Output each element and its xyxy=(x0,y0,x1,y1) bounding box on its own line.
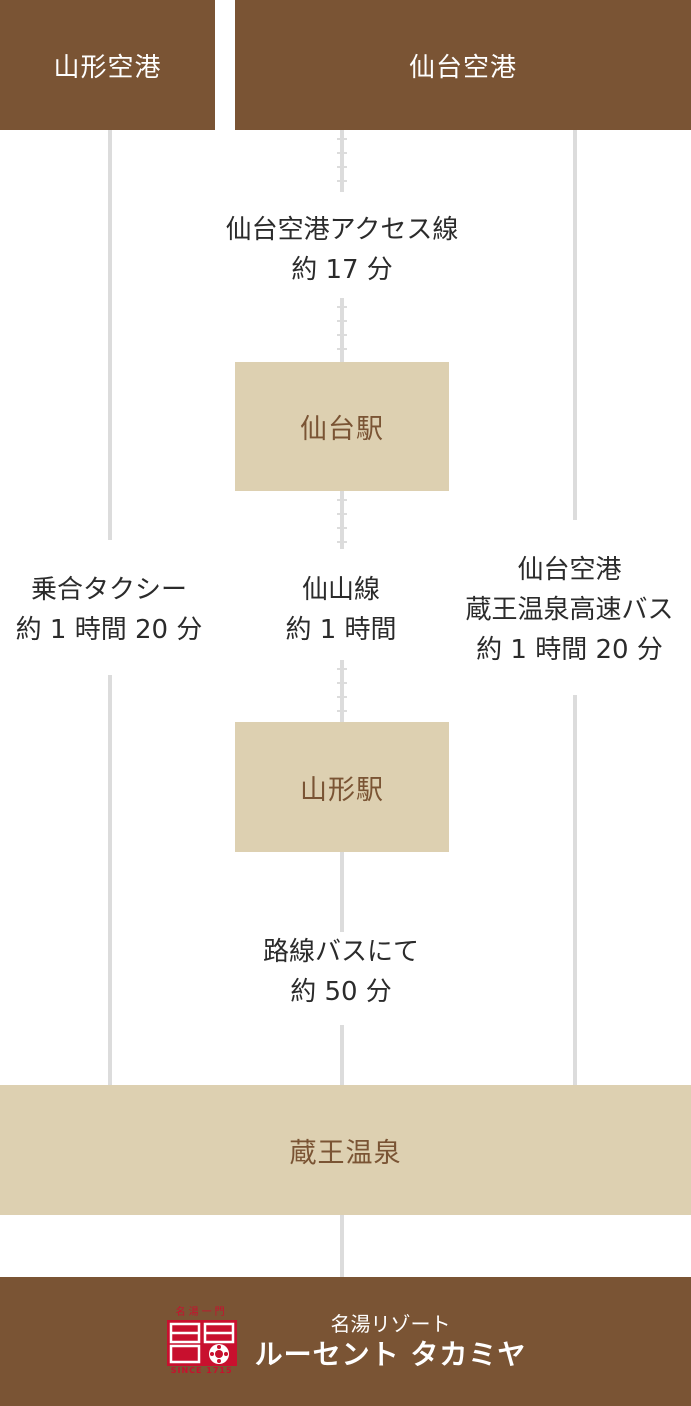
taxi-line-upper xyxy=(108,130,112,540)
yamagata-airport-label: 山形空港 xyxy=(53,52,162,83)
yamagata-station-box: 山形駅 xyxy=(235,722,449,852)
logo-seal-icon xyxy=(166,1319,237,1366)
brand-text: 名湯リゾート ルーセント タカミヤ xyxy=(255,1311,527,1373)
airport-access-line: 仙台空港アクセス線 xyxy=(225,215,459,245)
route-bus-line-name: 路線バスにて xyxy=(262,937,419,967)
sendai-station-box: 仙台駅 xyxy=(235,362,449,491)
hotel-brand: 名湯一門 SINCE 1715 名湯リゾート ルーセント タカミヤ xyxy=(165,1307,527,1377)
taxi-line-name: 乗合タクシー xyxy=(30,575,187,605)
taxi-time: 約 1 時間 20 分 xyxy=(15,615,203,645)
logo-since-text: SINCE 1715 xyxy=(170,1365,233,1375)
hotel-connector-line xyxy=(340,1215,344,1277)
zao-onsen-label: 蔵王温泉 xyxy=(289,1137,402,1169)
express-bus-time: 約 1 時間 20 分 xyxy=(476,635,663,665)
route-bus-label: 路線バスにて 約 50 分 xyxy=(220,932,462,1012)
bus-line-upper xyxy=(573,130,577,520)
airport-access-time: 約 17 分 xyxy=(291,255,393,285)
sendai-airport-header: 仙台空港 xyxy=(235,0,691,130)
express-bus-label: 仙台空港 蔵王温泉高速バス 約 1 時間 20 分 xyxy=(448,550,691,670)
brand-main: ルーセント タカミヤ xyxy=(254,1337,527,1371)
bus-line-lower xyxy=(573,695,577,1085)
yamagata-airport-header: 山形空港 xyxy=(0,0,215,130)
express-bus-line2: 蔵王温泉高速バス xyxy=(465,595,674,625)
senzan-time: 約 1 時間 xyxy=(285,615,397,645)
senzan-label: 仙山線 約 1 時間 xyxy=(250,570,432,650)
footer-banner: 名湯一門 SINCE 1715 名湯リゾート ルーセント タカミヤ xyxy=(0,1277,691,1406)
senzan-line-name: 仙山線 xyxy=(301,575,380,605)
route-bus-time: 約 50 分 xyxy=(290,977,392,1007)
taxi-line-lower xyxy=(108,675,112,1085)
logo-top-text: 名湯一門 xyxy=(175,1306,228,1318)
rail-segment-3 xyxy=(337,491,347,549)
airport-access-label: 仙台空港アクセス線 約 17 分 xyxy=(190,210,494,290)
takamiya-logo: 名湯一門 SINCE 1715 xyxy=(165,1307,239,1377)
express-bus-line1: 仙台空港 xyxy=(517,555,622,585)
rail-segment-1 xyxy=(337,130,347,192)
rail-segment-4 xyxy=(337,660,347,722)
brand-sub: 名湯リゾート xyxy=(330,1311,451,1336)
sendai-airport-label: 仙台空港 xyxy=(408,52,517,83)
route-bus-line-lower xyxy=(340,1025,344,1085)
rail-segment-2 xyxy=(337,298,347,362)
yamagata-station-label: 山形駅 xyxy=(300,774,384,806)
sendai-station-label: 仙台駅 xyxy=(300,414,384,445)
route-bus-line-upper xyxy=(340,852,344,932)
zao-onsen-box: 蔵王温泉 xyxy=(0,1085,691,1215)
taxi-label: 乗合タクシー 約 1 時間 20 分 xyxy=(0,570,218,650)
